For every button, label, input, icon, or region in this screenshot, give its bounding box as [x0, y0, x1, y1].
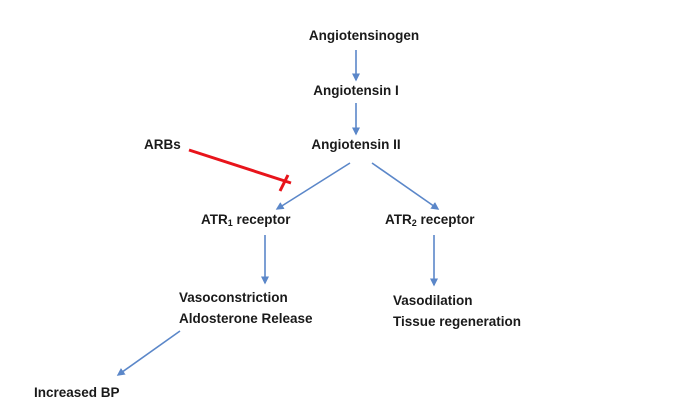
atr1-prefix: ATR: [201, 212, 228, 227]
node-angiotensin-i: Angiotensin I: [313, 83, 399, 98]
node-arbs: ARBs: [144, 137, 181, 152]
arrow-angiotensin-ii-to-atr1: [275, 162, 351, 210]
atr2-prefix: ATR: [385, 212, 412, 227]
node-atr2-receptor: ATR2 receptor: [385, 211, 475, 228]
atr2-subscript: 2: [411, 218, 417, 228]
atr1-suffix: receptor: [232, 212, 291, 227]
node-angiotensinogen: Angiotensinogen: [308, 28, 420, 43]
arrow-angiotensin-ii-to-atr2: [371, 162, 440, 210]
effect-vasoconstriction: Vasoconstriction: [179, 290, 288, 305]
atr2-suffix: receptor: [416, 212, 475, 227]
effect-aldosterone-release: Aldosterone Release: [179, 311, 313, 326]
effect-tissue-regeneration: Tissue regeneration: [393, 314, 522, 329]
arrow-effects-to-increased-bp: [116, 330, 181, 376]
node-increased-bp: Increased BP: [34, 385, 120, 400]
node-angiotensin-ii: Angiotensin II: [311, 137, 401, 152]
effect-vasodilation: Vasodilation: [393, 293, 473, 308]
atr1-subscript: 1: [227, 218, 233, 228]
inhibitor-line-arbs: [188, 148, 292, 185]
node-atr1-receptor: ATR1 receptor: [201, 211, 291, 228]
inhibitor-bar-arbs: [278, 174, 290, 192]
